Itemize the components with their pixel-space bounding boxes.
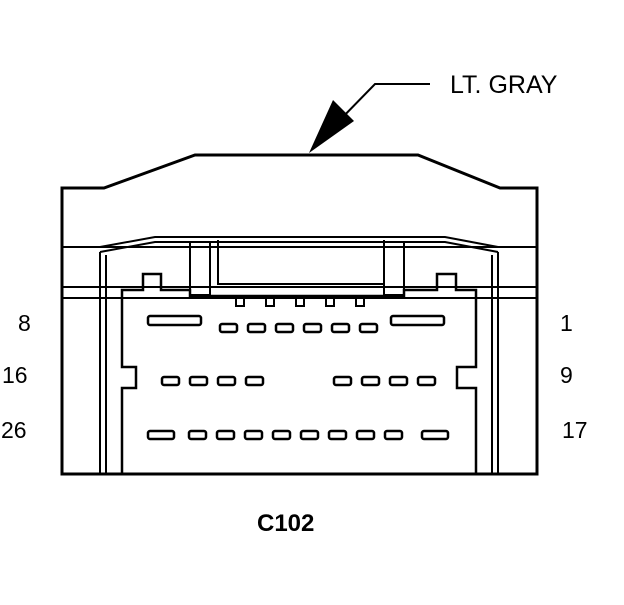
terminal-4 [302, 322, 323, 334]
terminal-25 [187, 429, 208, 441]
pin-label-right-row-1: 1 [560, 310, 573, 336]
terminal-21 [299, 429, 320, 441]
terminal-18 [383, 429, 404, 441]
pin-row-2 [160, 375, 437, 387]
terminal-11 [360, 375, 381, 387]
latch-profile [99, 236, 499, 253]
terminal-15 [188, 375, 209, 387]
callout-leader [335, 83, 430, 125]
connector-id-label: C102 [257, 510, 314, 537]
terminal-16 [160, 375, 181, 387]
pin-label-right-row-2: 9 [560, 362, 573, 388]
terminal-6 [246, 322, 267, 334]
terminal-13 [244, 375, 265, 387]
terminal-1 [389, 314, 446, 327]
pin-label-right-row-3: 17 [562, 417, 588, 443]
cavity-notches [235, 296, 365, 307]
color-callout-label: LT. GRAY [450, 71, 558, 99]
callout-arrowhead [309, 100, 354, 153]
pin-row-1 [146, 314, 446, 334]
inner-shroud [99, 252, 499, 474]
terminal-24 [215, 429, 236, 441]
terminal-20 [327, 429, 348, 441]
pin-label-left-row-2: 16 [2, 362, 28, 388]
terminal-14 [216, 375, 237, 387]
terminal-17 [420, 429, 450, 441]
terminal-12 [332, 375, 353, 387]
pin-row-3 [146, 429, 450, 441]
terminal-2 [358, 322, 379, 334]
pin-label-left-row-3: 26 [1, 417, 27, 443]
terminal-5 [274, 322, 295, 334]
terminal-cavity [120, 272, 478, 474]
terminal-10 [388, 375, 409, 387]
terminal-23 [243, 429, 264, 441]
terminal-7 [218, 322, 239, 334]
terminal-8 [146, 314, 203, 327]
terminal-9 [416, 375, 437, 387]
terminal-26 [146, 429, 176, 441]
terminal-22 [271, 429, 292, 441]
connector-housing [60, 153, 539, 476]
terminal-3 [330, 322, 351, 334]
housing-bands [62, 246, 537, 299]
terminal-19 [355, 429, 376, 441]
pin-label-left-row-1: 8 [18, 310, 31, 336]
